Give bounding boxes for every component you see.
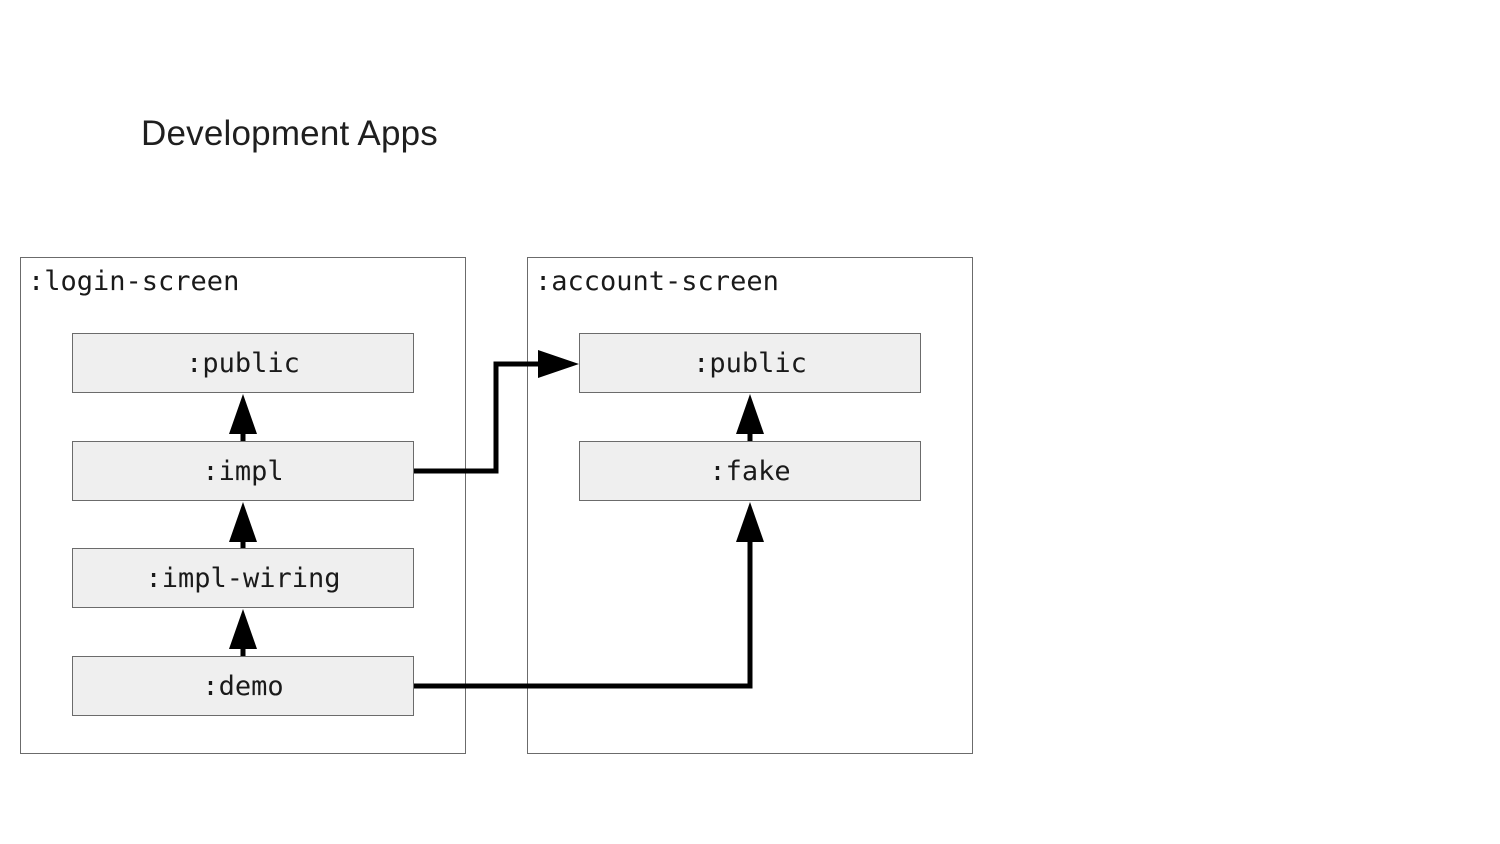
module-login-impl: :impl [72, 441, 414, 501]
arrowhead-account-public-from-impl [538, 350, 579, 378]
arrowhead-account-fake [736, 502, 764, 542]
group-account-screen-label: :account-screen [535, 266, 779, 297]
module-login-public-label: :public [186, 347, 300, 379]
arrowhead-login-public [229, 394, 257, 434]
module-account-fake-label: :fake [709, 455, 791, 487]
module-login-demo: :demo [72, 656, 414, 716]
module-login-impl-wiring-label: :impl-wiring [145, 562, 341, 594]
group-login-screen-label: :login-screen [28, 266, 240, 297]
module-login-public: :public [72, 333, 414, 393]
module-login-demo-label: :demo [202, 670, 284, 702]
edge-login-impl-to-account-public [414, 361, 540, 474]
edge-login-demo-to-account-fake [414, 540, 753, 689]
module-account-public-label: :public [693, 347, 807, 379]
page-title: Development Apps [141, 114, 438, 153]
arrowhead-account-public-from-fake [736, 394, 764, 434]
arrowhead-login-impl-wiring [229, 609, 257, 649]
arrowhead-login-impl [229, 502, 257, 542]
module-login-impl-label: :impl [202, 455, 284, 487]
module-account-public: :public [579, 333, 921, 393]
module-login-impl-wiring: :impl-wiring [72, 548, 414, 608]
module-account-fake: :fake [579, 441, 921, 501]
